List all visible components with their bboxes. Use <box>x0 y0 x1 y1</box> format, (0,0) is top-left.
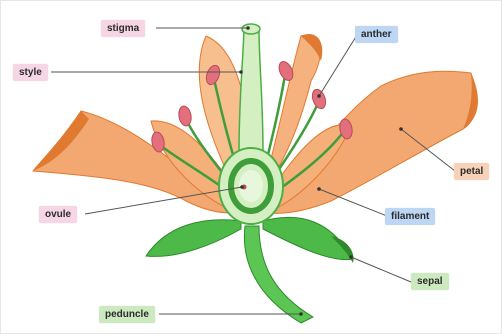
label-filament: filament <box>385 208 435 225</box>
label-anther: anther <box>355 26 398 43</box>
leader-sepal <box>351 257 411 282</box>
pistil-stigma <box>242 24 260 34</box>
anther-5 <box>310 88 328 111</box>
pistil-style <box>239 29 263 151</box>
label-stigma: stigma <box>101 20 145 37</box>
label-sepal: sepal <box>411 273 449 290</box>
sepal-right <box>263 217 353 259</box>
label-ovule: ovule <box>39 206 77 223</box>
leader-anther <box>319 35 357 96</box>
label-style: style <box>13 64 48 81</box>
anther-2 <box>177 105 192 127</box>
leader-filament <box>319 189 387 216</box>
sepal-left <box>146 220 241 257</box>
label-peduncle: peduncle <box>99 306 155 323</box>
label-petal: petal <box>454 163 489 180</box>
